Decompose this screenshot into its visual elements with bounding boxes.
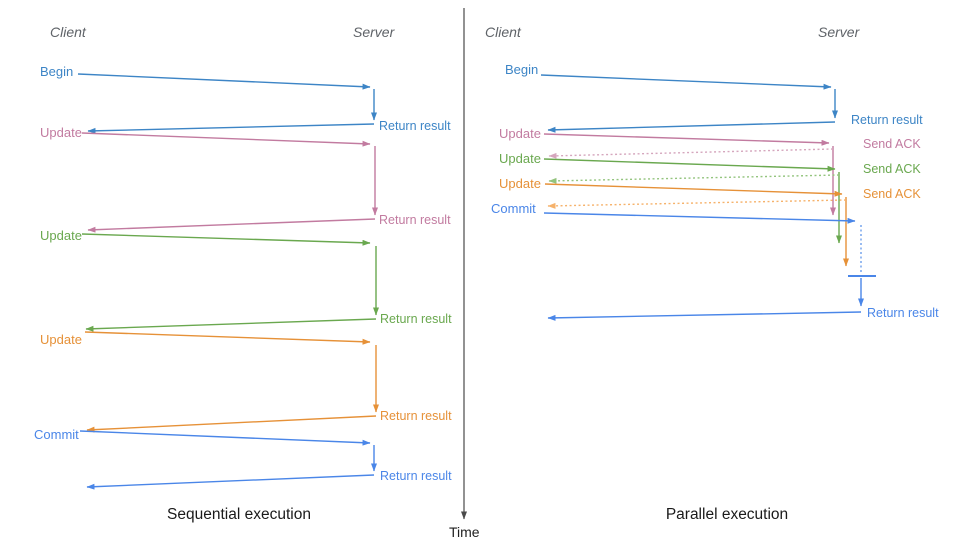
right-update2-ack-arrow [548,174,840,184]
right-commit-request-arrow [543,212,856,224]
left-return-result-1: Return result [379,119,451,133]
right-update3-label: Update [499,176,541,191]
left-server-header: Server [353,24,395,40]
right-begin-return-arrow [547,121,836,133]
right-update2-request-arrow [543,158,836,172]
right-send-ack-3: Send ACK [863,187,921,201]
right-commit-label: Commit [491,201,536,216]
left-begin-label: Begin [40,64,74,79]
left-commit-label: Commit [34,427,79,442]
left-begin-request-arrow [77,73,371,90]
right-update3-ack-arrow [547,199,847,209]
left-begin-return-arrow [87,123,375,134]
right-return-result-bottom: Return result [867,306,939,320]
left-update3-label: Update [40,332,82,347]
right-update1-request-arrow [543,133,830,146]
left-return-result-5: Return result [380,469,452,483]
left-update3-request-arrow [84,331,371,345]
right-update1-ack-arrow [548,148,834,159]
left-update1-request-arrow [81,132,371,147]
right-begin-label: Begin [505,62,539,77]
left-update1-label: Update [40,125,82,140]
left-panel-caption: Sequential execution [167,506,311,523]
right-update2-label: Update [499,151,541,166]
left-return-result-4: Return result [380,409,452,423]
right-send-ack-2: Send ACK [863,162,921,176]
right-commit-return-arrow [547,311,862,321]
right-server-header: Server [818,24,860,40]
left-update3-return-arrow [86,415,377,433]
time-axis-label: Time [449,524,480,540]
right-update3-request-arrow [544,183,843,197]
left-commit-request-arrow [79,430,371,446]
right-panel-caption: Parallel execution [665,506,789,523]
right-send-ack-1: Send ACK [863,137,921,151]
left-update2-request-arrow [81,233,371,246]
left-return-result-3: Return result [380,312,452,326]
left-update2-label: Update [40,228,82,243]
right-update1-label: Update [499,126,541,141]
left-return-result-2: Return result [379,213,451,227]
right-return-result-top: Return result [851,113,923,127]
left-client-header: Client [50,24,86,40]
right-begin-request-arrow [540,74,832,90]
right-client-header: Client [485,24,521,40]
left-update1-return-arrow [87,218,376,233]
left-update2-return-arrow [85,318,377,332]
left-commit-return-arrow [86,474,375,490]
